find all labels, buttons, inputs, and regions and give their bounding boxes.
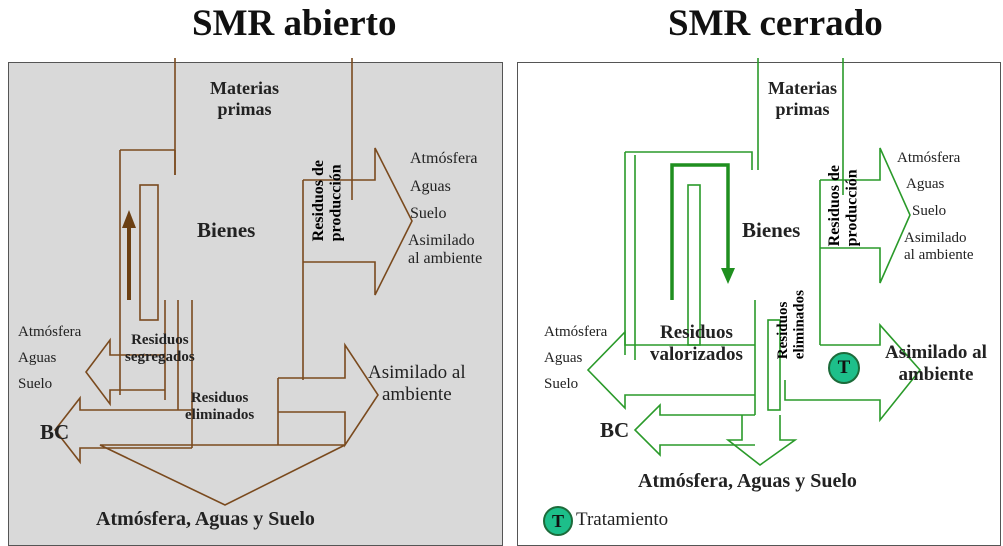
closed-system-panel <box>517 62 1001 546</box>
left-output-water: Aguas <box>544 350 583 366</box>
output-assimilated: Asimilado al ambiente <box>408 232 483 268</box>
legend-treatment-icon: T <box>543 506 573 536</box>
bottom-arrow <box>99 444 346 506</box>
output-atmosphere: Atmósfera <box>897 150 961 166</box>
bottom-arrow <box>725 415 798 466</box>
production-waste-arrow <box>819 147 911 345</box>
valorized-waste-label: Residuos valorizados <box>650 322 743 365</box>
eliminated-waste-label: Residuos eliminados <box>185 390 255 424</box>
output-soil: Suelo <box>410 205 447 222</box>
segregated-channel <box>139 184 159 321</box>
eliminated-waste-label: Residuos eliminados <box>775 290 808 360</box>
bc-label: BC <box>40 420 70 444</box>
left-output-soil: Suelo <box>544 376 579 392</box>
treatment-icon: T <box>828 352 860 384</box>
output-soil: Suelo <box>912 203 947 219</box>
output-water: Aguas <box>410 178 451 195</box>
left-emission-arrow <box>85 337 165 407</box>
bc-label: BC <box>600 418 630 442</box>
left-emission-arrow <box>586 330 755 410</box>
goods-label: Bienes <box>197 218 256 242</box>
output-water: Aguas <box>906 176 945 192</box>
assimilated-arrow <box>784 322 922 423</box>
left-output-soil: Suelo <box>18 376 53 392</box>
bottom-output-label: Atmósfera, Aguas y Suelo <box>638 470 857 492</box>
eliminated-arrow <box>277 342 379 448</box>
open-system-title: SMR abierto <box>192 3 397 44</box>
left-output-water: Aguas <box>18 350 57 366</box>
bottom-output-label: Atmósfera, Aguas y Suelo <box>96 508 315 530</box>
open-system-panel <box>8 62 503 546</box>
legend-treatment-label: Tratamiento <box>576 509 669 530</box>
production-waste-arrow <box>302 147 413 380</box>
assimilated-label: Asimilado al ambiente <box>885 342 987 385</box>
raw-materials-label: Materias primas <box>768 78 837 119</box>
production-waste-label: Residuos de producción <box>826 165 861 247</box>
left-output-atmosphere: Atmósfera <box>544 324 608 340</box>
production-waste-label: Residuos de producción <box>310 160 345 242</box>
bc-arrow <box>633 403 755 457</box>
segregated-flow <box>119 149 176 395</box>
output-assimilated: Asimilado al ambiente <box>904 230 974 264</box>
closed-system-title: SMR cerrado <box>668 3 883 44</box>
raw-materials-label: Materias primas <box>210 78 279 119</box>
output-atmosphere: Atmósfera <box>410 150 478 167</box>
valorized-channel <box>687 184 701 346</box>
bc-arrow <box>53 395 192 465</box>
goods-label: Bienes <box>742 218 801 242</box>
segregated-waste-label: Residuos segregados <box>125 332 195 366</box>
left-output-atmosphere: Atmósfera <box>18 324 82 340</box>
assimilated-label: Asimilado al ambiente <box>368 362 466 405</box>
main-frame <box>624 151 753 360</box>
